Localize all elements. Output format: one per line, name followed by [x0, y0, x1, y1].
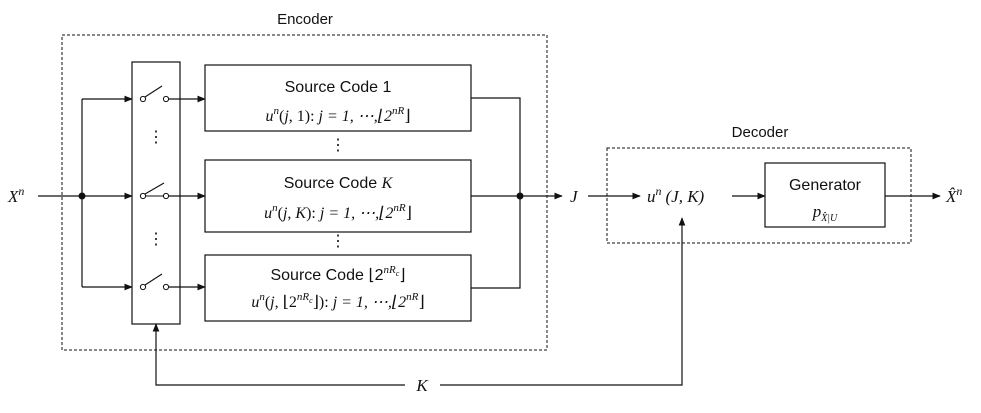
codeword-lookup: un(J, K) — [647, 184, 705, 206]
input-x-label: Xn — [7, 184, 24, 206]
encoder-title: Encoder — [277, 11, 333, 28]
code-dots-2: ⋮ — [330, 233, 346, 250]
encoder-box — [61, 34, 548, 351]
source-code-last-title: Source Code ⌊2nRc⌋ — [270, 264, 405, 284]
switch-2-icon — [139, 182, 170, 200]
switch-3-icon — [139, 273, 170, 291]
code-dots-1: ⋮ — [330, 137, 346, 154]
output-xhat-label: X̂n — [945, 184, 962, 206]
source-code-last-box — [204, 254, 472, 322]
generator-distribution: pX̂|U — [812, 202, 838, 224]
decoder-title: Decoder — [732, 124, 789, 141]
source-code-k-box — [204, 159, 472, 233]
switch-bank — [131, 61, 181, 325]
key-line-left — [152, 323, 405, 386]
switch-dots-2: ⋮ — [148, 231, 164, 248]
generator-title: Generator — [789, 177, 862, 194]
source-code-1-title: Source Code 1 — [285, 79, 392, 96]
switch-dots-1: ⋮ — [148, 129, 164, 146]
source-code-k-title: Source Code K — [284, 175, 394, 192]
source-code-last-formula: un(j, ⌊2nRc⌋): j = 1, ⋯,⌊2nR⌋ — [251, 291, 424, 311]
key-line-right — [440, 217, 686, 386]
key-k-label: K — [415, 376, 429, 395]
code-out-3 — [471, 196, 521, 289]
generator-box — [764, 162, 886, 228]
code-out-1 — [471, 97, 521, 196]
index-j-label: J — [570, 187, 579, 206]
source-code-k-formula: un(j, K): j = 1, ⋯,⌊2nR⌋ — [264, 202, 412, 222]
switch-1-icon — [139, 85, 170, 103]
source-code-1-formula: un(j, 1): j = 1, ⋯,⌊2nR⌋ — [265, 105, 410, 125]
